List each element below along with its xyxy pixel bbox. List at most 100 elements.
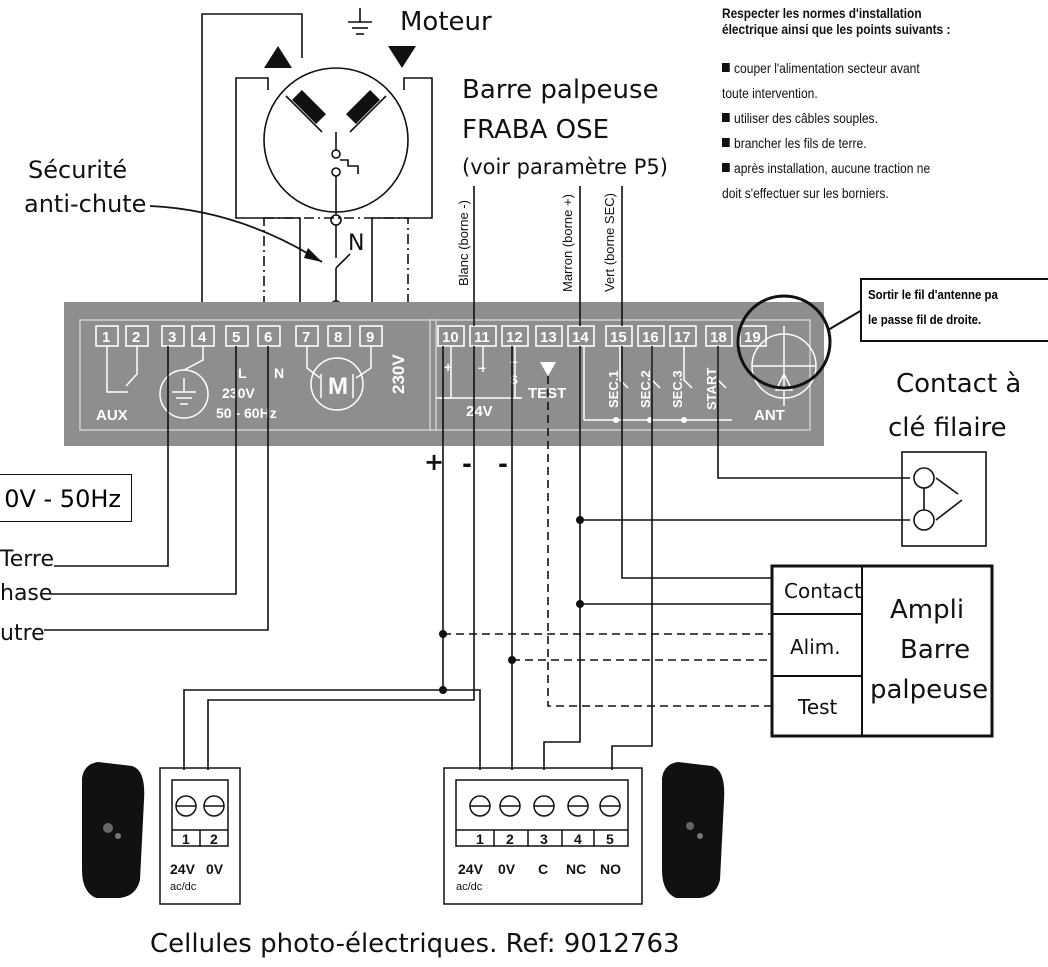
panel-minus: – — [478, 359, 486, 375]
panel-m: M — [328, 373, 348, 400]
bullet-icon — [722, 63, 730, 72]
sign-minus-1: - — [462, 450, 472, 478]
test-arrow-icon — [540, 362, 556, 376]
safety-label-line2: anti-chute — [24, 190, 146, 218]
bullet-icon — [722, 113, 730, 122]
arrow-up-icon — [264, 46, 292, 68]
cell-right-t2: 2 — [506, 831, 514, 847]
notes-heading-1: Respecter les normes d'installation — [722, 6, 922, 21]
terminal-10: 10 — [442, 329, 459, 346]
arrow-down-icon — [388, 46, 416, 68]
antenna-note-line2: le passe fil de droite. — [868, 312, 982, 327]
cell-right-l2: 0V — [498, 861, 516, 877]
antenna-magnifier — [736, 294, 832, 390]
photocell-right-device — [662, 762, 725, 898]
key-switch-icon — [901, 451, 987, 547]
sign-plus: + — [424, 448, 444, 476]
panel-sec2: SEC.2 — [638, 370, 653, 408]
neutre-label: utre — [0, 621, 45, 646]
wire-brown-label: Marron (borne +) — [560, 194, 575, 292]
antenna-note: Sortir le fil d'antenne pa le passe fil … — [860, 278, 1048, 342]
antenna-note-line1: Sortir le fil d'antenne pa — [868, 287, 998, 302]
panel-start: START — [704, 368, 719, 410]
safety-label-line1: Sécurité — [28, 156, 127, 184]
edge-title-2: FRABA OSE — [462, 115, 609, 145]
terminal-8: 8 — [334, 329, 342, 346]
terminal-4: 4 — [198, 329, 207, 346]
key-contact-line2: clé filaire — [888, 413, 1007, 443]
terminal-18: 18 — [710, 329, 727, 346]
wiring — [44, 186, 910, 770]
terminal-15: 15 — [610, 329, 627, 346]
phase-label: hase — [0, 581, 52, 606]
cell-right-t5: 5 — [606, 831, 614, 847]
cell-left-l2: 0V — [206, 861, 224, 877]
panel-minus2: – — [510, 353, 518, 369]
terminal-7: 7 — [302, 329, 310, 346]
bullet-icon — [722, 163, 730, 172]
note-item: brancher les fils de terre. — [722, 131, 997, 156]
key-contact-line1: Contact à — [896, 369, 1021, 399]
motor-symbol-icon — [310, 357, 364, 411]
terminal-19: 19 — [744, 329, 761, 346]
panel-test: TEST — [528, 385, 566, 402]
cell-right-t4: 4 — [574, 831, 582, 847]
motor-label: Moteur — [400, 7, 492, 37]
cell-left-l1: 24V — [170, 861, 196, 877]
panel-ant: ANT — [754, 407, 785, 424]
terminal-13: 13 — [540, 329, 557, 346]
terminal-11: 11 — [474, 329, 490, 346]
notes-heading-2: électrique ainsi que les points suivants… — [722, 22, 951, 37]
note-item: couper l'alimentation secteur avant — [722, 56, 997, 81]
terminal-12: 12 — [506, 329, 523, 346]
cell-right-t3: 3 — [540, 831, 548, 847]
cell-right-l1: 24V — [458, 861, 484, 877]
wire-white-label: Blanc (borne -) — [456, 200, 471, 286]
cell-left-t1: 1 — [182, 831, 190, 847]
amp-contact: Contact — [784, 579, 862, 603]
neutral-label: N — [348, 231, 364, 256]
amp-box — [770, 564, 994, 738]
terminal-17: 17 — [674, 329, 691, 346]
panel-n: N — [274, 365, 284, 381]
power-supply-box: 0V - 50Hz — [0, 474, 132, 522]
terminal-14: 14 — [572, 329, 589, 346]
installation-notes: Respecter les normes d'installation élec… — [722, 6, 1042, 206]
cell-right-t1: 1 — [476, 831, 484, 847]
panel-plus: + — [444, 359, 452, 375]
terminal-6: 6 — [264, 329, 272, 346]
terminal-16: 16 — [642, 329, 659, 346]
amp-title-1: Ampli — [890, 595, 964, 625]
amp-test: Test — [797, 695, 838, 719]
terre-label: Terre — [0, 547, 54, 572]
caption: Cellules photo-électriques. Ref: 9012763 — [150, 929, 680, 959]
panel-hz: 50 - 60Hz — [216, 405, 277, 421]
panel-230v-side: 230V — [389, 354, 408, 394]
terminal-numbers: 1 2 3 4 5 6 7 8 9 10 11 12 13 14 15 16 1… — [102, 329, 761, 346]
amp-title-3: palpeuse — [870, 675, 988, 705]
panel-aux: AUX — [96, 407, 128, 424]
panel-sec3: SEC.3 — [670, 370, 685, 408]
wire-green-label: Vert (borne SEC) — [602, 193, 617, 292]
cell-left-t2: 2 — [210, 831, 218, 847]
cell-left-terminals — [159, 767, 241, 905]
safety-pointer — [149, 205, 323, 263]
terminal-5: 5 — [232, 329, 240, 346]
motor-section — [201, 8, 433, 312]
note-item: doit s'effectuer sur les borniers. — [722, 185, 889, 201]
terminal-2: 2 — [132, 329, 140, 346]
terminal-1: 1 — [102, 329, 110, 346]
edge-title-1: Barre palpeuse — [462, 75, 659, 105]
photocell-left-device — [82, 762, 145, 898]
panel-24v: 24V — [466, 403, 493, 420]
panel-l: L — [238, 365, 247, 381]
panel-s: S — [510, 373, 518, 387]
note-item: toute intervention. — [722, 85, 818, 101]
cell-right-l4: NC — [566, 861, 586, 877]
cell-right-terminals — [443, 767, 643, 905]
bullet-icon — [722, 138, 730, 147]
note-item: après installation, aucune traction ne — [722, 156, 997, 181]
sign-minus-2: - — [498, 450, 508, 478]
terminal-9: 9 — [366, 329, 374, 346]
note-item: utiliser des câbles souples. — [722, 106, 997, 131]
